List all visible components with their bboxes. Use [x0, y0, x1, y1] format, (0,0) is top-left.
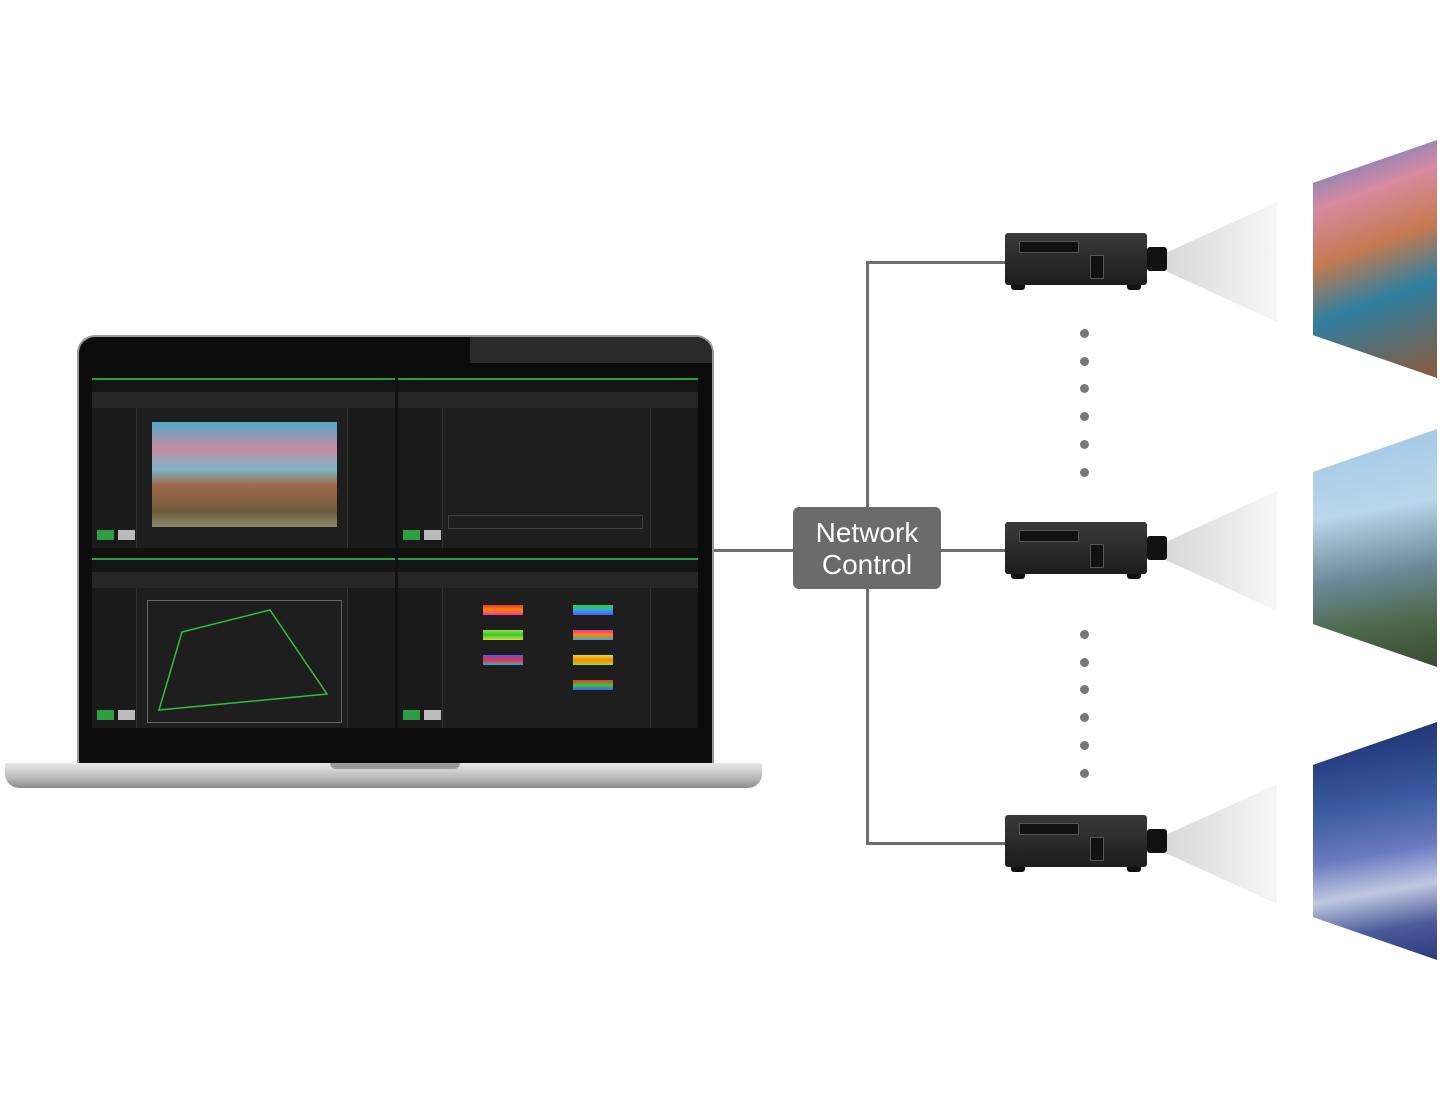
projector-lens — [1147, 829, 1167, 853]
ellipsis-dot — [1080, 657, 1089, 667]
projected-image — [1313, 140, 1437, 378]
cancel-button[interactable] — [424, 530, 441, 540]
network-control-label: Network Control — [793, 507, 941, 589]
cancel-button[interactable] — [118, 530, 135, 540]
laptop-glare — [470, 337, 712, 363]
ellipsis-dot — [1080, 685, 1089, 695]
projector — [1005, 815, 1167, 875]
app-window-image-view — [92, 378, 395, 548]
apply-button[interactable] — [97, 530, 114, 540]
projection-beam — [1167, 784, 1277, 904]
projected-image — [1313, 429, 1437, 667]
ellipsis-dot — [1080, 439, 1089, 449]
ellipsis-dot — [1080, 713, 1089, 723]
app-window-color — [398, 558, 698, 728]
connector-projector-1 — [866, 261, 1006, 264]
apply-button[interactable] — [403, 710, 420, 720]
ellipsis-dot — [1080, 740, 1089, 750]
connector-laptop — [714, 549, 794, 552]
projector — [1005, 233, 1167, 293]
projected-image — [1313, 722, 1437, 960]
laptop-screen — [92, 378, 698, 728]
ellipsis-dot — [1080, 356, 1089, 366]
projector-lens — [1147, 536, 1167, 560]
projector — [1005, 522, 1167, 582]
coastal-town-image — [152, 422, 337, 527]
warp-quad — [147, 600, 342, 723]
ellipsis-dot — [1080, 630, 1089, 639]
cancel-button[interactable] — [424, 710, 441, 720]
ellipsis-dot — [1080, 768, 1089, 778]
projection-beam — [1167, 491, 1277, 611]
connector-projector-3 — [866, 842, 1006, 845]
cancel-button[interactable] — [118, 710, 135, 720]
projector-lens — [1147, 247, 1167, 271]
ellipsis-dot — [1080, 467, 1089, 477]
ellipsis-dot — [1080, 329, 1089, 338]
apply-button[interactable] — [403, 530, 420, 540]
network-control-line1: Network — [815, 517, 919, 548]
ellipsis-dot — [1080, 412, 1089, 422]
ellipsis-dot — [1080, 384, 1089, 394]
app-window-timeline — [398, 378, 698, 548]
projection-beam — [1167, 202, 1277, 322]
network-control-line2: Control — [821, 549, 913, 580]
laptop-notch — [330, 763, 460, 769]
apply-button[interactable] — [97, 710, 114, 720]
connector-projector-2 — [940, 549, 1006, 552]
app-window-warp — [92, 558, 395, 728]
